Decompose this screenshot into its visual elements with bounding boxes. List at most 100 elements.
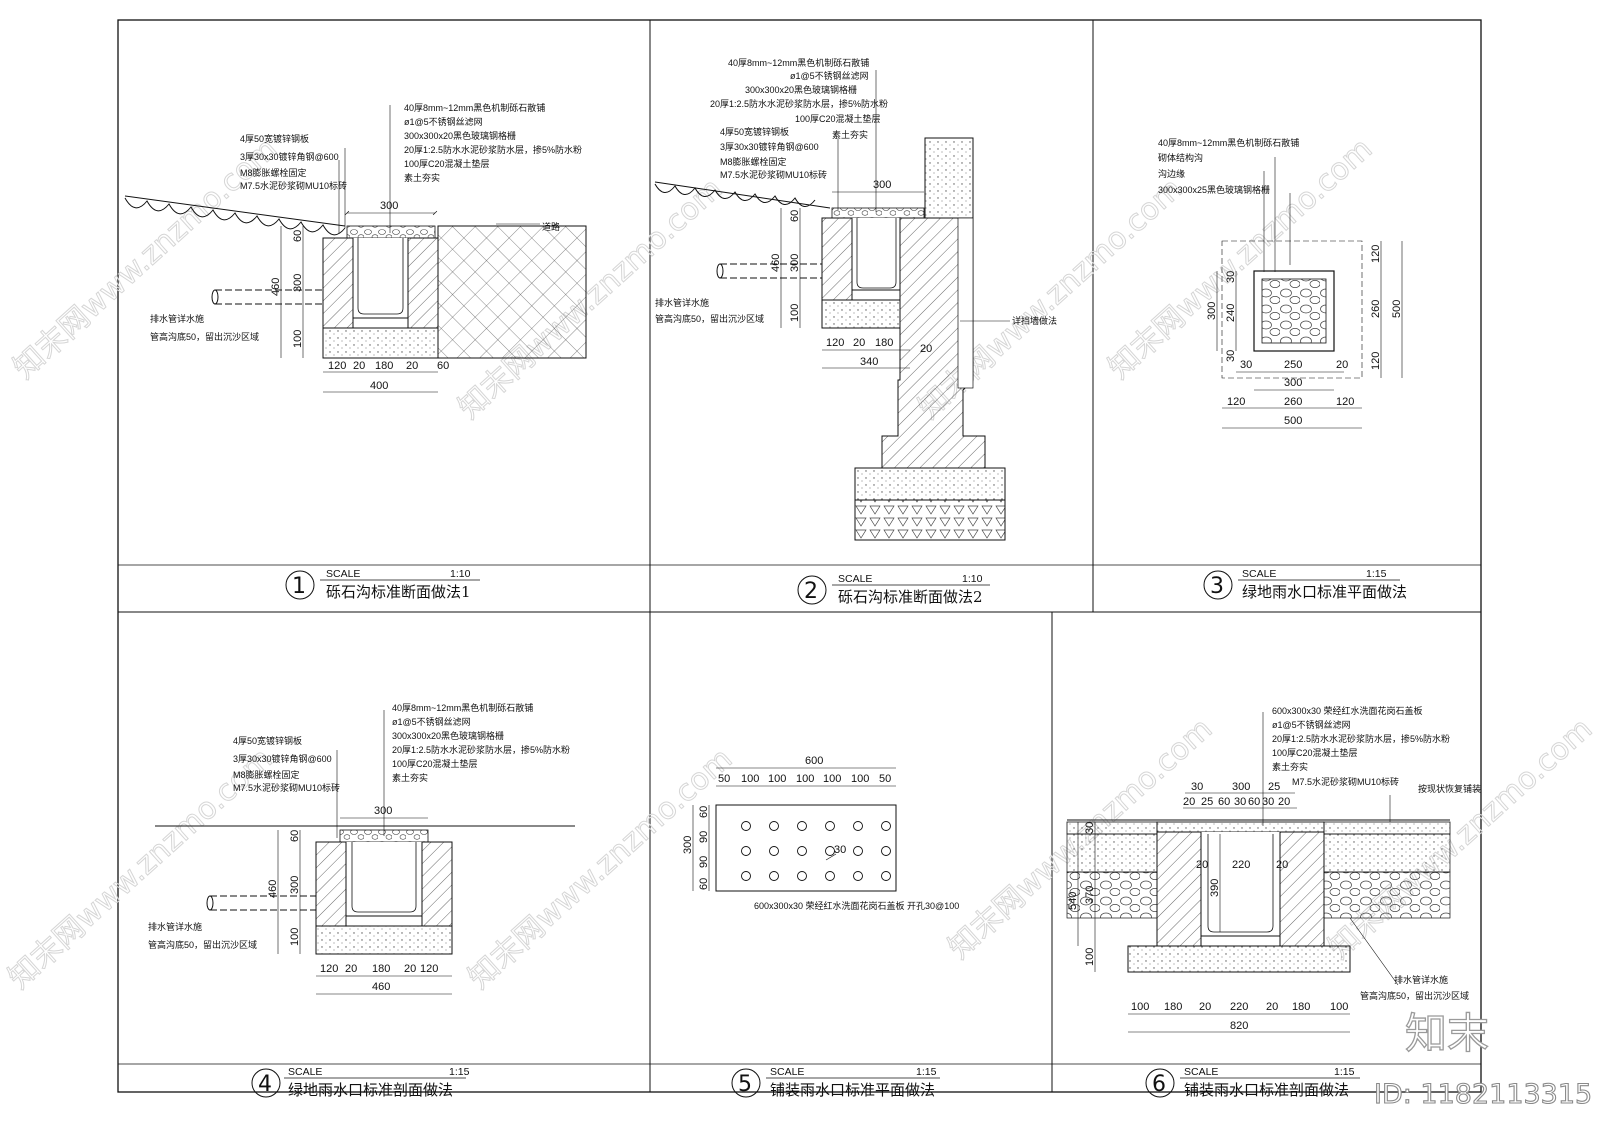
- title-block-3: 3 SCALE 1:15 绿地雨水口标准平面做法: [1203, 568, 1407, 601]
- dim-label: 60: [698, 806, 710, 818]
- dim-label: 20: [1199, 1001, 1211, 1013]
- dim-label: 120: [328, 360, 346, 372]
- paving-label: 按现状恢复铺装: [1418, 783, 1481, 794]
- drain-hole: [741, 846, 751, 856]
- p4-notes: 40厚8mm~12mm黑色机制砾石散铺 ø1@5不锈钢丝滤网 300x300x2…: [148, 702, 570, 950]
- dim-label: 180: [372, 963, 390, 975]
- dim-label: 460: [267, 880, 279, 898]
- sheet-frame: [117, 19, 1482, 1093]
- dim-label: 60: [698, 878, 710, 890]
- dim-label: 180: [875, 337, 893, 349]
- scale-label: SCALE: [1184, 1066, 1218, 1078]
- panel-2-section: 40厚8mm~12mm黑色机制砾石散铺 ø1@5不锈钢丝滤网 300x300x2…: [654, 57, 1057, 541]
- dim-label: 100: [1084, 948, 1096, 966]
- detail-title: 铺装雨水口标准平面做法: [770, 1081, 935, 1099]
- dim-label: 20: [1266, 1001, 1278, 1013]
- road-label: 道路: [542, 221, 560, 232]
- dim-label: 120: [1227, 396, 1245, 408]
- scale-value: 1:10: [962, 573, 983, 585]
- note: M8膨胀螺栓固定: [233, 769, 300, 780]
- slope-surface: [124, 195, 346, 227]
- p2-dimensions: 300 60 300 460 100 120 20 180 340 20: [770, 179, 932, 369]
- note: ø1@5不锈钢丝滤网: [1272, 719, 1351, 730]
- dim-label: 20: [1183, 796, 1195, 808]
- scale-value: 1:15: [916, 1066, 937, 1078]
- dim-label: 25: [1201, 796, 1213, 808]
- note: 100厚C20混凝土垫层: [795, 113, 881, 124]
- dim-label: 100: [789, 304, 801, 322]
- dim-label: 120: [1370, 352, 1382, 370]
- dim-label: 20: [920, 343, 932, 355]
- note: 3厚30x30镀锌角钢@600: [240, 151, 339, 162]
- dim-label: 90: [698, 856, 710, 868]
- note: 4厚50宽镀锌钢板: [240, 133, 309, 144]
- dim-label: 820: [1230, 1020, 1248, 1032]
- dim-label: 300: [374, 805, 392, 817]
- dim-label: 20: [1278, 796, 1290, 808]
- drain-hole: [853, 871, 863, 881]
- dim-label: 100: [292, 330, 304, 348]
- drain-hole: [881, 871, 891, 881]
- drain-hole: [825, 846, 835, 856]
- note: 300x300x20黑色玻璃钢格栅: [392, 730, 504, 741]
- dim-label: 100: [851, 773, 869, 785]
- detail-number: 2: [804, 579, 818, 604]
- dim-label: 20: [345, 963, 357, 975]
- dim-label: 120: [1336, 396, 1354, 408]
- note: 砌体结构沟: [1158, 152, 1203, 163]
- dim-label: 180: [1164, 1001, 1182, 1013]
- panel-3-plan: 40厚8mm~12mm黑色机制砾石散铺 砌体结构沟 沟边缘 300x300x25…: [1158, 137, 1403, 429]
- p5-dimensions: 600 50 100 100 100 100 100 50 300 60 90 …: [682, 755, 959, 911]
- dim-label: 260: [1284, 396, 1302, 408]
- dim-label: 300: [682, 836, 694, 854]
- title-block-5: 5 SCALE 1:15 铺装雨水口标准平面做法: [731, 1066, 940, 1099]
- dim-label: 30: [1225, 350, 1237, 362]
- dim-label: 20: [404, 963, 416, 975]
- drain-note: 排水管详水施: [150, 313, 204, 324]
- dim-label: 300: [1206, 302, 1218, 320]
- note: 300x300x20黑色玻璃钢格栅: [745, 84, 857, 95]
- panel-1-section: 40厚8mm~12mm黑色机制砾石散铺 ø1@5不锈钢丝滤网 300x300x2…: [124, 102, 587, 393]
- dim-label: 300: [789, 254, 801, 272]
- drain-hole: [741, 871, 751, 881]
- dim-label: 60: [289, 830, 301, 842]
- drain-note: 排水管详水施: [655, 297, 709, 308]
- dim-label: 390: [1209, 879, 1221, 897]
- drain-hole: [769, 821, 779, 831]
- dim-label: 60: [1218, 796, 1230, 808]
- drain-note: 管高沟底50，留出沉沙区域: [1360, 990, 1469, 1001]
- dim-label: 300: [1232, 781, 1250, 793]
- note: 40厚8mm~12mm黑色机制砾石散铺: [728, 57, 869, 68]
- note: M7.5水泥砂浆砌MU10标砖: [720, 169, 827, 180]
- title-block-1: 1 SCALE 1:10 砾石沟标准断面做法1: [285, 568, 480, 601]
- dim-label: 30: [1240, 359, 1252, 371]
- dim-label: 20: [1336, 359, 1348, 371]
- drain-note: 管高沟底50，留出沉沙区域: [655, 313, 764, 324]
- note: 20厚1:2.5防水水泥砂浆防水层，掺5%防水粉: [1272, 733, 1450, 744]
- drain-note: 管高沟底50，留出沉沙区域: [148, 939, 257, 950]
- note: 4厚50宽镀锌钢板: [720, 126, 789, 137]
- dim-label: 540: [1067, 892, 1079, 910]
- dim-label: 100: [823, 773, 841, 785]
- drain-hole: [825, 871, 835, 881]
- brand-logo: 知末: [1405, 1009, 1489, 1058]
- dim-label: 300: [380, 200, 398, 212]
- dim-label: 30: [1084, 822, 1096, 834]
- slope-scallops: [124, 197, 346, 236]
- note: 素土夯实: [1272, 761, 1308, 772]
- note: 3厚30x30镀锌角钢@600: [233, 753, 332, 764]
- detail-title: 砾石沟标准断面做法1: [326, 583, 471, 601]
- note: M7.5水泥砂浆砌MU10标砖: [240, 180, 347, 191]
- dim-label: 250: [1284, 359, 1302, 371]
- scale-value: 1:15: [449, 1066, 470, 1078]
- drain-hole: [853, 821, 863, 831]
- dim-label: 460: [372, 981, 390, 993]
- dim-label: 60: [437, 360, 449, 372]
- drain-hole: [797, 871, 807, 881]
- dim-label: 100: [796, 773, 814, 785]
- p3-notes: 40厚8mm~12mm黑色机制砾石散铺 砌体结构沟 沟边缘 300x300x25…: [1158, 137, 1299, 195]
- note: 4厚50宽镀锌钢板: [233, 735, 302, 746]
- dim-label: 120: [320, 963, 338, 975]
- dim-label: 60: [789, 210, 801, 222]
